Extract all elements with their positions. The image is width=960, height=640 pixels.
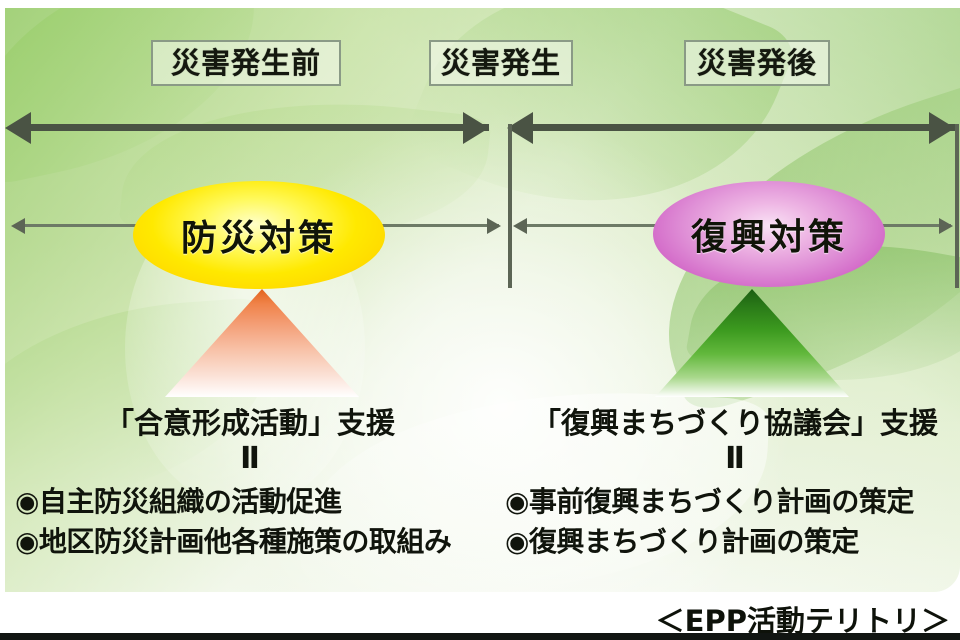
triangle-prevention	[165, 289, 359, 397]
bubble-prevention: 防災対策	[133, 181, 385, 289]
bullet-list-consensus: ◉自主防災組織の活動促進 ◉地区防災計画他各種施策の取組み	[15, 482, 485, 562]
bubble-reconstruction: 復興対策	[653, 181, 885, 287]
list-item: ◉自主防災組織の活動促進	[15, 485, 342, 518]
list-item: ◉地区防災計画他各種施策の取組み	[15, 525, 452, 558]
list-item: ◉復興まちづくり計画の策定	[505, 525, 859, 558]
leaf-decoration-icon	[5, 8, 281, 188]
triangle-reconstruction	[655, 289, 849, 397]
phase-label-during: 災害発生	[429, 40, 573, 86]
phase-label-before: 災害発生前	[151, 40, 341, 86]
headline-machizukuri: 「復興まちづくり協議会」支援	[531, 406, 938, 440]
equals-sign-consensus: Ⅱ	[240, 441, 260, 476]
text-block-consensus: 「合意形成活動」支援 Ⅱ ◉自主防災組織の活動促進 ◉地区防災計画他各種施策の取…	[15, 404, 485, 562]
text-block-machizukuri: 「復興まちづくり協議会」支援 Ⅱ ◉事前復興まちづくり計画の策定 ◉復興まちづく…	[505, 404, 960, 562]
list-item: ◉事前復興まちづくり計画の策定	[505, 485, 914, 518]
arrow-head-right-icon	[487, 218, 501, 234]
bullet-list-machizukuri: ◉事前復興まちづくり計画の策定 ◉復興まちづくり計画の策定	[505, 482, 960, 562]
bubble-prevention-label: 防災対策	[180, 218, 337, 259]
phase-divider-right	[955, 124, 959, 288]
arrow-head-right-icon	[939, 218, 953, 234]
green-background-panel: 災害発生前 災害発生 災害発後 防災対策 復興対策	[5, 8, 960, 592]
timeline-arrow-before	[27, 124, 489, 131]
bottom-rule	[0, 633, 960, 640]
arrow-head-right-icon	[463, 112, 489, 144]
phase-label-after: 災害発後	[684, 40, 830, 86]
arrow-head-left-icon	[5, 112, 31, 144]
footer-caption: ＜EPP活動テリトリ＞	[655, 604, 950, 638]
timeline-arrow-after	[533, 124, 955, 131]
bubble-reconstruction-label: 復興対策	[690, 217, 847, 258]
headline-consensus: 「合意形成活動」支援	[104, 406, 395, 440]
phase-divider-middle	[508, 124, 512, 288]
arrow-head-right-icon	[929, 112, 955, 144]
arrow-head-left-icon	[513, 218, 527, 234]
arrow-head-left-icon	[11, 218, 25, 234]
equals-sign-machizukuri: Ⅱ	[725, 441, 745, 476]
